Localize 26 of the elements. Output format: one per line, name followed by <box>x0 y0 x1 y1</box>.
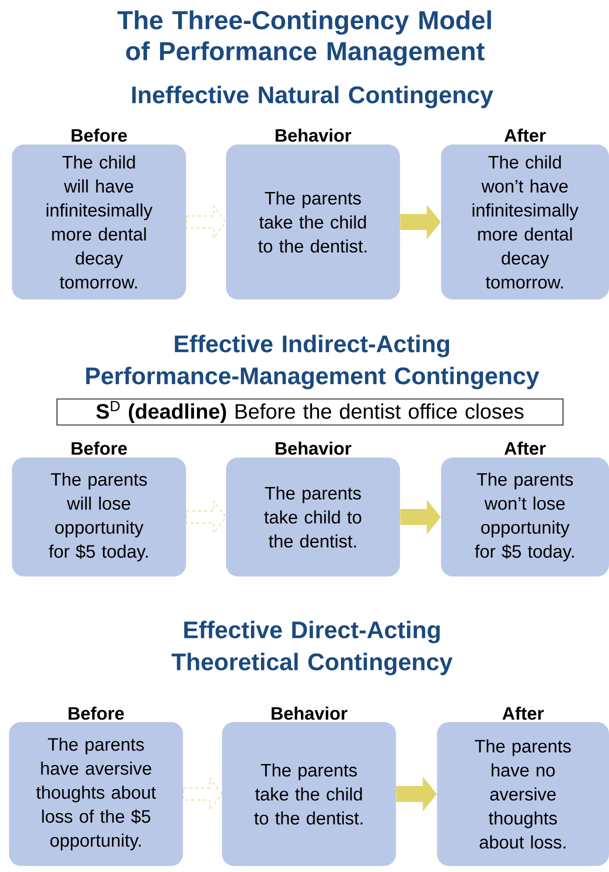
hollow-arrow <box>182 776 222 812</box>
title: The Three-Contingency Model of Performance Management <box>118 10 491 66</box>
process-box: The parents won’t lose opportunity for $5 today. <box>441 458 609 576</box>
column-heading: After <box>504 128 546 142</box>
column-heading: Behavior <box>272 706 348 720</box>
section-heading: Ineffective Natural Contingency <box>132 86 494 108</box>
column-heading: Behavior <box>276 442 352 455</box>
column-heading: After <box>504 442 546 455</box>
column-heading: Behavior <box>276 128 352 142</box>
column-heading: After <box>502 706 544 720</box>
text-box: S$^{D}$ (deadline) Before the dentist office closes <box>56 398 564 426</box>
process-box: The parents take the child to the dentist. <box>222 722 396 866</box>
process-box: The child won’t have infinitesimally more dental decay tomorrow. <box>441 144 609 300</box>
column-heading: Before <box>72 128 127 142</box>
process-box: The parents take child to the dentist. <box>226 458 400 576</box>
section-heading: Effective Direct-Acting Theoretical Contingency <box>172 620 453 676</box>
process-box: The parents have no aversive thoughts about loss. <box>437 722 609 866</box>
process-box: The parents will lose opportunity for $5 today. <box>12 458 186 576</box>
process-box: The parents take the child to the dentist. <box>226 144 400 300</box>
hollow-arrow <box>186 204 226 240</box>
hollow-arrow <box>186 500 226 534</box>
process-box: The parents have aversive thoughts about loss of the $5 opportunity. <box>9 722 183 866</box>
section-heading: Effective Indirect-Acting Performance-Management Contingency <box>86 334 540 390</box>
column-heading: Before <box>68 706 124 720</box>
column-heading: Before <box>72 442 127 455</box>
process-box: The child will have infinitesimally more dental decay tomorrow. <box>12 144 186 300</box>
